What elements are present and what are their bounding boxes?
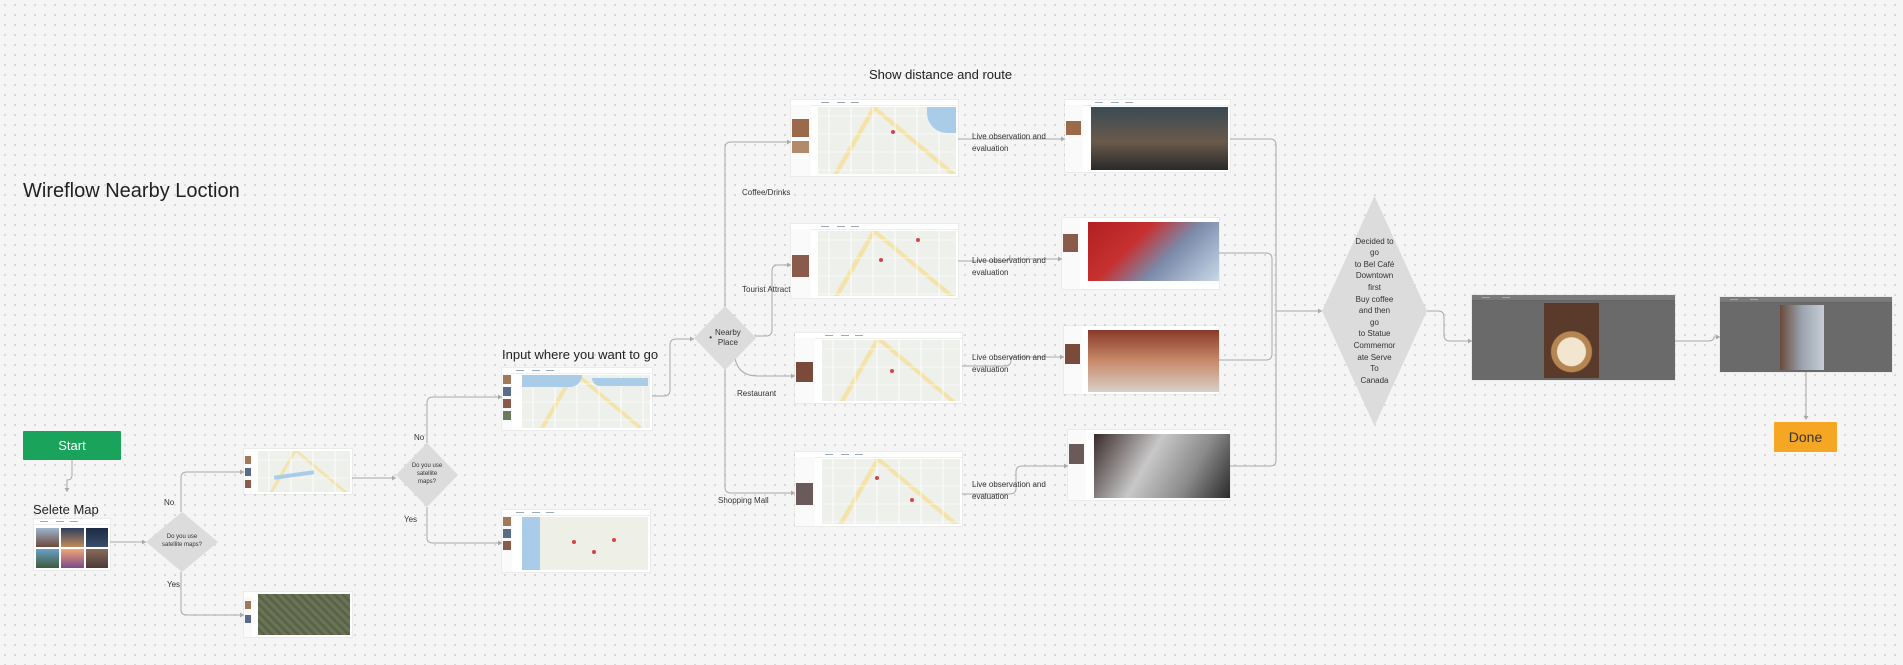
satellite-result-screen[interactable] [502, 510, 650, 572]
link-tourist-decision [1219, 252, 1273, 311]
satellite-map-screen[interactable] [244, 592, 352, 637]
link-decision1-no [180, 471, 244, 512]
done-node[interactable]: Done [1774, 422, 1837, 452]
live-observation-label: Live observation and evaluation [972, 353, 1046, 374]
show-distance-heading: Show distance and route [869, 67, 1013, 82]
road-map-screen[interactable] [244, 449, 352, 494]
diagram-title: Wireflow Nearby Loction [23, 180, 240, 202]
statue-screen[interactable] [1720, 297, 1892, 372]
edge-label-no-1: No [164, 498, 175, 507]
bullet-icon: • [709, 332, 713, 342]
link-cafe-statue [1675, 336, 1720, 342]
link-nearby-mall [724, 366, 795, 494]
link-input-nearby [652, 338, 694, 397]
link-coffee-decision [1230, 138, 1277, 311]
link-restaurant-decision [1219, 311, 1273, 361]
live-photo-tourist[interactable] [1062, 218, 1219, 289]
category-restaurant: Restaurant [737, 389, 777, 398]
select-map-screen[interactable] [34, 519, 110, 570]
link-nearby-tourist [755, 264, 791, 337]
live-photo-coffee[interactable] [1065, 100, 1230, 172]
route-map-tourist[interactable] [791, 224, 958, 298]
live-photo-restaurant[interactable] [1064, 326, 1219, 394]
link-start-select [66, 460, 73, 492]
final-decision: Decided to go to Bel Café Downtown first… [1322, 196, 1427, 426]
link-mall-decision [1230, 311, 1277, 467]
edge-label-yes-2: Yes [404, 515, 418, 524]
cafe-screen[interactable] [1472, 295, 1675, 380]
route-map-restaurant[interactable] [795, 333, 962, 403]
live-observation-label: Live observation and evaluation [972, 256, 1046, 277]
link-decision2-yes [426, 507, 502, 544]
edge-label-yes-1: Yes [167, 580, 181, 589]
route-map-mall[interactable] [795, 452, 962, 526]
select-map-label: Selete Map [33, 502, 99, 517]
live-photo-mall[interactable] [1068, 430, 1230, 500]
category-tourist: Tourist Attraction [742, 285, 802, 294]
link-decision1-yes [180, 572, 244, 616]
link-decision2-no [426, 396, 502, 443]
category-coffee: Coffee/Drinks [742, 188, 791, 197]
category-mall: Shopping Mall [718, 496, 769, 505]
link-decision-cafe [1427, 310, 1472, 342]
input-destination-screen[interactable] [502, 368, 652, 430]
edge-label-no-2: No [414, 433, 425, 442]
live-observation-label: Live observation and evaluation [972, 480, 1046, 501]
nearby-place-decision: •Nearby Place [694, 306, 756, 370]
satellite-decision-2: Do you use satellite maps? [396, 443, 458, 507]
input-destination-heading: Input where you want to go [502, 347, 659, 362]
route-map-coffee[interactable] [791, 100, 958, 176]
satellite-decision-1: Do you use satellite maps? [146, 512, 218, 572]
start-node[interactable]: Start [23, 431, 121, 460]
live-observation-label: Live observation and evaluation [972, 132, 1046, 153]
